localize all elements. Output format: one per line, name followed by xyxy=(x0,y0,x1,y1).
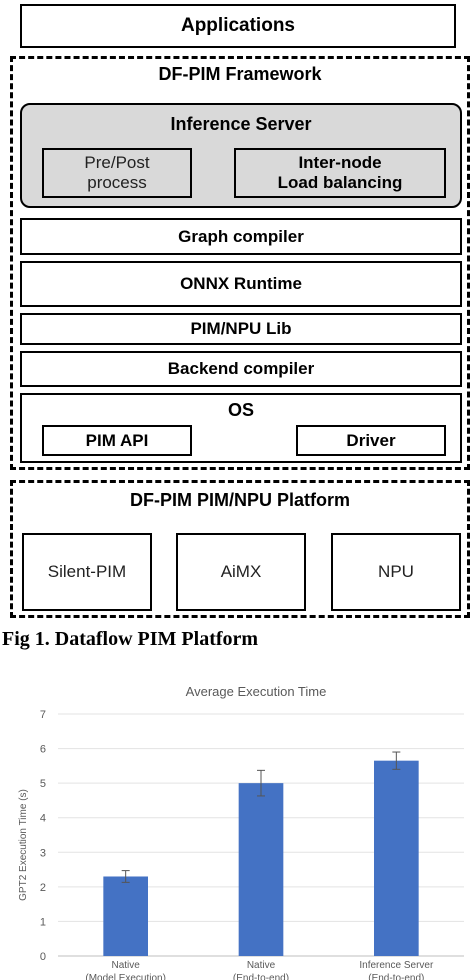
y-tick-label: 3 xyxy=(40,847,46,859)
platform-item-label: AiMX xyxy=(220,562,262,581)
chart-title: Average Execution Time xyxy=(186,684,327,699)
x-tick-label: (End-to-end) xyxy=(368,973,424,980)
graph-compiler-label: Graph compiler xyxy=(178,226,304,246)
internode-load-balancing-box: Inter-node Load balancing xyxy=(234,148,446,198)
applications-label: Applications xyxy=(180,15,295,36)
pim-npu-lib-box: PIM/NPU Lib xyxy=(20,313,462,345)
y-tick-label: 6 xyxy=(40,744,46,756)
pre-post-line2: process xyxy=(87,173,147,192)
y-tick-label: 5 xyxy=(40,778,46,790)
driver-label: Driver xyxy=(346,430,396,450)
driver-box: Driver xyxy=(296,425,446,456)
x-tick-label: Inference Server xyxy=(359,960,434,971)
backend-compiler-box: Backend compiler xyxy=(20,351,462,387)
platform-container xyxy=(10,480,470,618)
applications-box: Applications xyxy=(20,4,456,48)
framework-container xyxy=(10,56,470,470)
os-title: OS xyxy=(227,400,254,420)
platform-item-label: Silent-PIM xyxy=(47,562,127,581)
internode-line1: Inter-node xyxy=(298,153,382,172)
platform-item-label: NPU xyxy=(378,562,414,581)
execution-time-chart: Average Execution Time GPT2 Execution Ti… xyxy=(18,684,464,980)
x-tick-label: Native xyxy=(247,960,276,971)
onnx-runtime-box: ONNX Runtime xyxy=(20,261,462,307)
bar xyxy=(103,876,148,956)
internode-line2: Load balancing xyxy=(277,173,403,192)
framework-title: DF-PIM Framework xyxy=(158,64,322,84)
y-tick-label: 2 xyxy=(40,882,46,894)
platform-item-aimx: AiMX xyxy=(176,533,306,611)
platform-title: DF-PIM PIM/NPU Platform xyxy=(129,490,350,510)
y-tick-label: 1 xyxy=(40,916,46,928)
pim-npu-lib-label: PIM/NPU Lib xyxy=(190,319,292,338)
platform-item-silent-pim: Silent-PIM xyxy=(22,533,152,611)
y-tick-label: 7 xyxy=(40,709,46,721)
pre-post-process-box: Pre/Post process xyxy=(42,148,192,198)
y-axis-label: GPT2 Execution Time (s) xyxy=(18,789,29,901)
bar xyxy=(238,783,284,956)
bar xyxy=(374,760,419,956)
pim-api-box: PIM API xyxy=(42,425,192,456)
y-tick-label: 4 xyxy=(40,813,46,825)
backend-compiler-label: Backend compiler xyxy=(167,359,315,378)
x-tick-label: (End-to-end) xyxy=(233,973,289,980)
graph-compiler-box: Graph compiler xyxy=(20,218,462,255)
x-tick-label: (Model Execution) xyxy=(85,973,166,980)
figure-caption: Fig 1. Dataflow PIM Platform xyxy=(2,628,259,650)
onnx-runtime-label: ONNX Runtime xyxy=(180,274,302,293)
pre-post-line1: Pre/Post xyxy=(84,153,150,172)
inference-server-title: Inference Server xyxy=(170,114,312,134)
y-tick-label: 0 xyxy=(40,951,46,963)
platform-item-npu: NPU xyxy=(331,533,461,611)
x-tick-label: Native xyxy=(111,960,140,971)
pim-api-label: PIM API xyxy=(85,430,149,450)
